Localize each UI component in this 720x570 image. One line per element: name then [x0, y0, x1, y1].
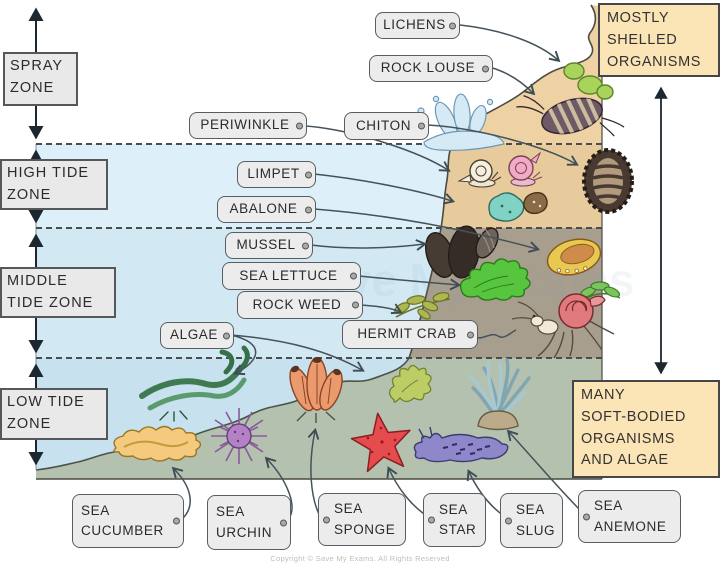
- lichens-illustration: [563, 62, 614, 100]
- tag-lichens: LICHENS: [375, 12, 460, 39]
- green-algae-illustration: [388, 364, 432, 403]
- tag-dot: [582, 513, 590, 520]
- tag-sea-cucumber: SEA CUCUMBER: [72, 494, 184, 548]
- label-high-tide-zone: HIGH TIDE ZONE: [0, 159, 108, 210]
- note-mostly-shelled: MOSTLY SHELLED ORGANISMS: [598, 3, 720, 77]
- sea-star-illustration: [350, 412, 411, 473]
- abalone-shell-illustration: [546, 238, 602, 276]
- pink-snail-illustration: [508, 151, 543, 187]
- tag-dot: [301, 242, 309, 249]
- note-soft-bodied: MANY SOFT-BODIED ORGANISMS AND ALGAE: [572, 380, 720, 478]
- sea-slug-illustration: [413, 426, 509, 463]
- mussels-illustration: [425, 225, 499, 279]
- sea-lettuce-illustration: [459, 258, 531, 301]
- tag-dot: [279, 519, 287, 526]
- tag-dot: [351, 301, 359, 309]
- tag-dot: [504, 517, 512, 524]
- tag-sea-lettuce: SEA LETTUCE: [222, 262, 361, 290]
- sea-urchin-illustration: [211, 408, 267, 464]
- tag-dot: [295, 122, 303, 129]
- label-connectors: [171, 24, 583, 522]
- tag-dot: [448, 22, 456, 29]
- tag-algae: ALGAE: [160, 322, 234, 349]
- tag-dot: [427, 516, 435, 524]
- sea-sponge-illustration: [289, 357, 343, 423]
- tag-rock-louse: ROCK LOUSE: [369, 55, 493, 82]
- chiton-illustration: [582, 148, 634, 214]
- tag-dot: [222, 332, 230, 339]
- tag-chiton: CHITON: [344, 112, 429, 140]
- tag-sea-anemone: SEA ANEMONE: [578, 490, 681, 543]
- tag-rock-weed: ROCK WEED: [237, 291, 363, 319]
- tag-sea-star: SEA STAR: [423, 493, 486, 547]
- label-spray-zone: SPRAY ZONE: [3, 52, 78, 106]
- rock-louse-illustration: [516, 94, 625, 137]
- rock-weed-illustration: [394, 292, 451, 320]
- sea-cucumber-illustration: [113, 425, 202, 462]
- tag-limpet: LIMPET: [237, 161, 316, 188]
- tag-dot: [481, 65, 489, 72]
- label-middle-tide-zone: MIDDLE TIDE ZONE: [0, 267, 116, 318]
- tag-sea-urchin: SEA URCHIN: [207, 495, 291, 550]
- tag-periwinkle: PERIWINKLE: [189, 112, 307, 139]
- tag-dot: [322, 516, 330, 523]
- tag-dot: [172, 517, 180, 525]
- tag-dot: [304, 171, 312, 178]
- tag-sea-slug: SEA SLUG: [500, 493, 563, 548]
- tag-mussel: MUSSEL: [225, 232, 313, 259]
- label-low-tide-zone: LOW TIDE ZONE: [0, 388, 108, 440]
- tag-dot: [466, 331, 474, 338]
- seafloor-outline: [35, 357, 410, 471]
- limpet-illustration: [488, 191, 548, 222]
- tag-hermit-crab: HERMIT CRAB: [342, 320, 478, 349]
- sea-anemone-illustration: [468, 358, 531, 431]
- periwinkle-illustration: [457, 159, 502, 188]
- tag-abalone: ABALONE: [217, 196, 316, 223]
- tag-sea-sponge: SEA SPONGE: [318, 493, 406, 546]
- tag-dot: [349, 272, 357, 280]
- hermit-crab-illustration: [511, 293, 615, 359]
- tag-dot: [417, 122, 425, 130]
- copyright-text: Copyright © Save My Exams. All Rights Re…: [270, 554, 450, 563]
- tag-dot: [304, 206, 312, 213]
